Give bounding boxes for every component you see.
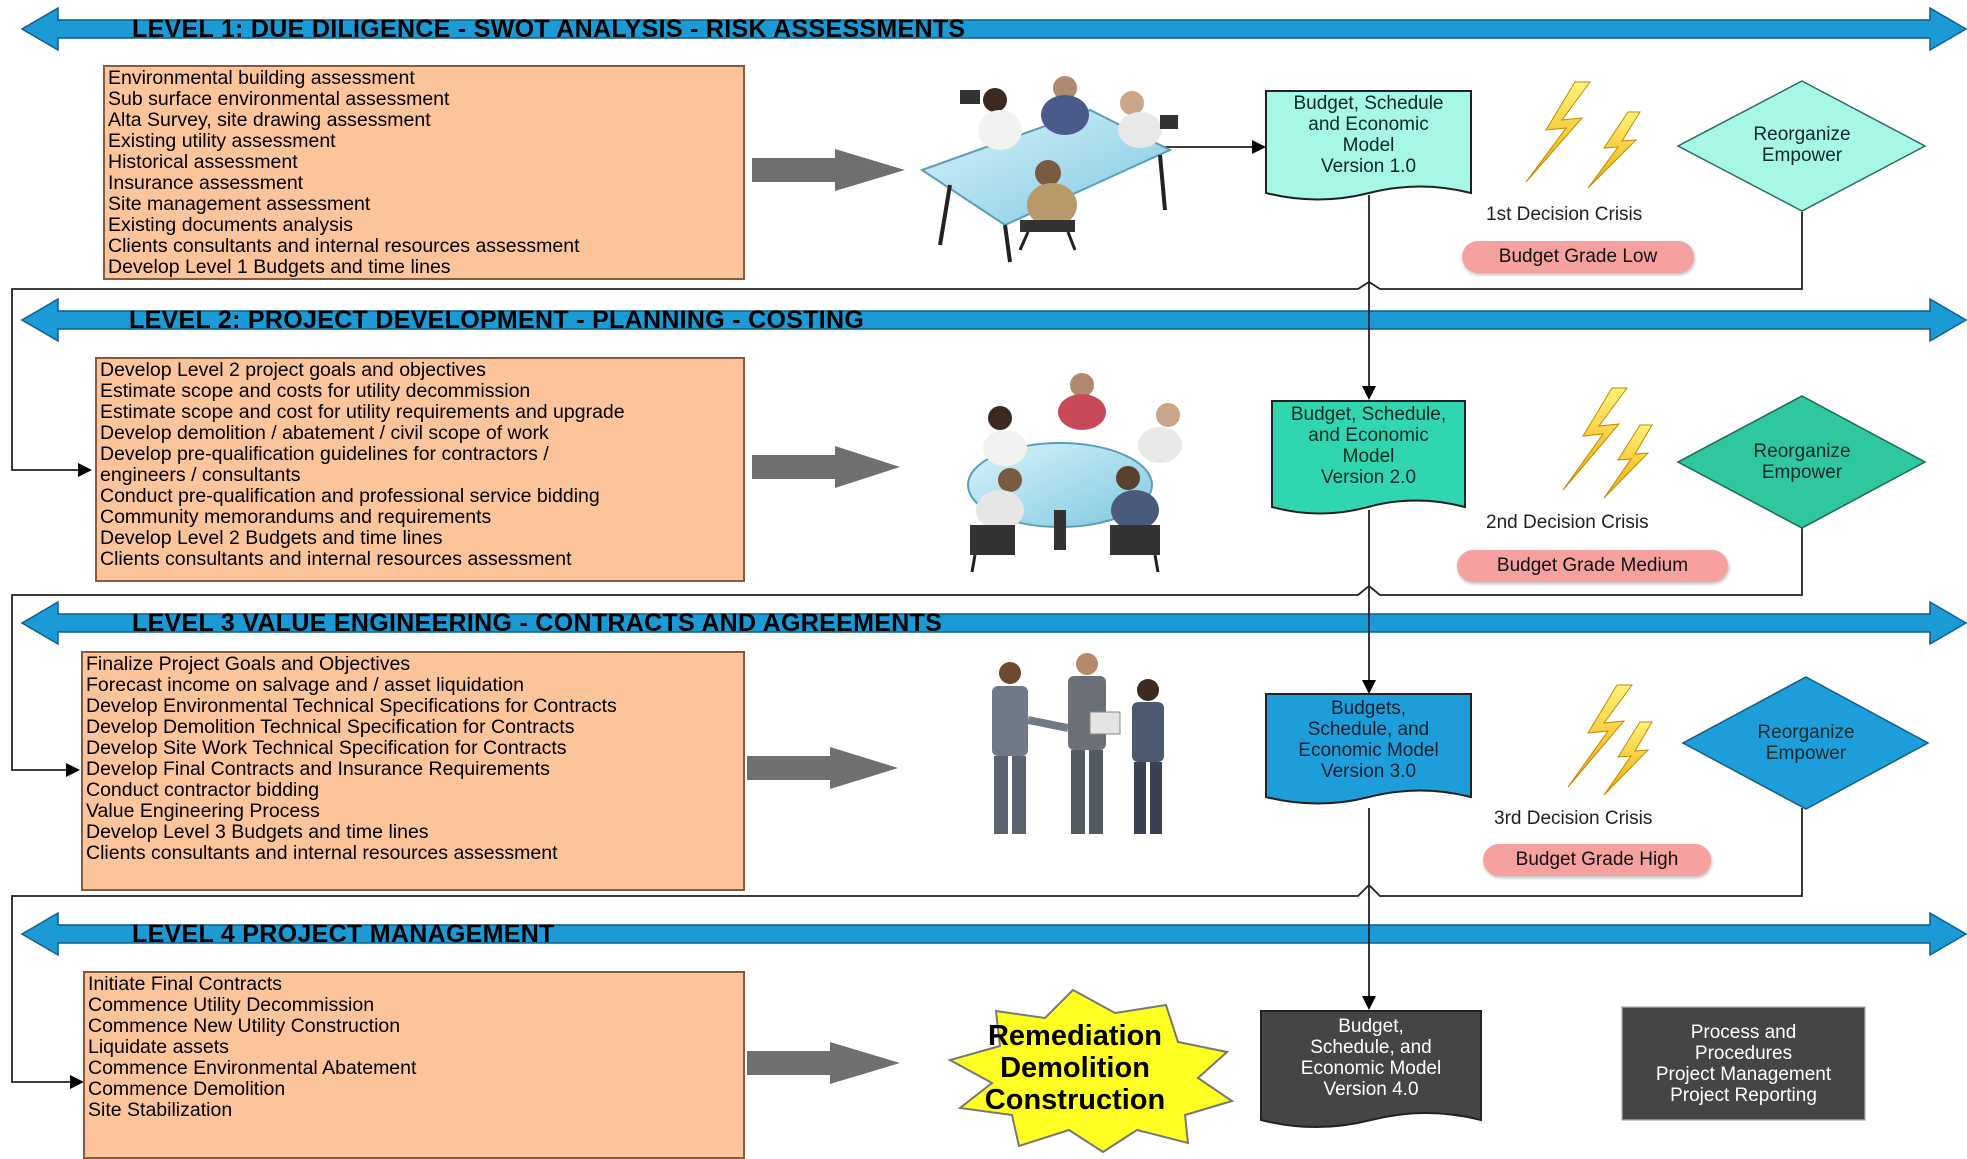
decision-label-2: Reorganize Empower — [1753, 441, 1851, 483]
task-item: Develop Demolition Technical Specificati… — [86, 716, 575, 738]
task-item: Commence Environmental Abatement — [88, 1057, 417, 1079]
task-item: engineers / consultants — [100, 464, 301, 486]
model-doc-3-shape — [1265, 693, 1472, 805]
task-item: Develop Site Work Technical Specificatio… — [86, 737, 567, 759]
level-4-title: LEVEL 4 PROJECT MANAGEMENT — [132, 920, 555, 948]
task-item: Site Stabilization — [88, 1099, 233, 1121]
model-doc-3: Budgets, Schedule, and Economic Model Ve… — [1298, 698, 1439, 782]
task-item: Clients consultants and internal resourc… — [108, 235, 580, 257]
decision-crisis-1: 1st Decision Crisis — [1486, 204, 1643, 225]
level-2-banner — [20, 297, 1967, 343]
decision-label-3: Reorganize Empower — [1757, 722, 1855, 764]
task-item: Forecast income on salvage and / asset l… — [86, 674, 524, 696]
round-table-icon — [967, 373, 1182, 573]
feedback-connectors — [11, 140, 1803, 1089]
task-item: Alta Survey, site drawing assessment — [108, 109, 431, 131]
task-item: Community memorandums and requirements — [100, 506, 492, 528]
task-item: Clients consultants and internal resourc… — [100, 548, 572, 570]
task-item: Value Engineering Process — [86, 800, 320, 822]
task-item: Initiate Final Contracts — [88, 973, 283, 995]
model-doc-4: Budget, Schedule, and Economic Model Ver… — [1300, 1016, 1442, 1100]
block-arrow-icon — [747, 747, 898, 789]
task-item: Develop demolition / abatement / civil s… — [100, 422, 549, 444]
task-item: Environmental building assessment — [108, 67, 415, 89]
task-item: Estimate scope and cost for utility requ… — [100, 401, 625, 423]
block-arrow-icon — [752, 446, 900, 488]
decision-label-1: Reorganize Empower — [1753, 124, 1851, 166]
decision-crisis-2: 2nd Decision Crisis — [1486, 512, 1649, 533]
task-item: Develop pre-qualification guidelines for… — [100, 443, 549, 465]
decision-crisis-3: 3rd Decision Crisis — [1494, 808, 1653, 829]
task-item: Finalize Project Goals and Objectives — [86, 653, 411, 675]
level-4-task-list: Initiate Final Contracts Commence Utilit… — [83, 971, 745, 1159]
task-item: Conduct contractor bidding — [86, 779, 320, 801]
budget-grade-badge-3: Budget Grade High — [1483, 844, 1711, 876]
process-box: Process and Procedures Project Managemen… — [1622, 1007, 1865, 1120]
task-item: Existing documents analysis — [108, 214, 353, 236]
task-item: Existing utility assessment — [108, 130, 336, 152]
decision-diamond-2 — [1676, 395, 1927, 529]
level-1-banner — [20, 6, 1967, 52]
task-item: Conduct pre-qualification and profession… — [100, 485, 600, 507]
burst-shape — [947, 988, 1235, 1154]
lightning-icon — [1525, 81, 1641, 189]
lightning-icon — [1562, 387, 1653, 499]
task-item: Develop Level 2 project goals and object… — [100, 359, 486, 381]
block-arrow-icon — [752, 149, 905, 191]
decision-diamond-1 — [1676, 80, 1927, 212]
task-item: Commence New Utility Construction — [88, 1015, 401, 1037]
model-doc-1: Budget, Schedule and Economic Model Vers… — [1293, 93, 1444, 177]
task-item: Develop Level 2 Budgets and time lines — [100, 527, 443, 549]
handshake-icon — [992, 653, 1164, 834]
task-item: Commence Demolition — [88, 1078, 286, 1100]
task-item: Commence Utility Decommission — [88, 994, 375, 1016]
budget-grade-badge-1: Budget Grade Low — [1462, 241, 1694, 273]
level-3-banner — [20, 600, 1967, 646]
task-item: Site management assessment — [108, 193, 371, 215]
block-arrow-icon — [747, 1042, 900, 1084]
level-2-title: LEVEL 2: PROJECT DEVELOPMENT - PLANNING … — [129, 306, 865, 334]
task-item: Historical assessment — [108, 151, 298, 173]
model-doc-2: Budget, Schedule, and Economic Model Ver… — [1290, 404, 1447, 488]
level-4-banner — [20, 911, 1967, 957]
task-item: Liquidate assets — [88, 1036, 229, 1058]
meeting-table-icon — [919, 76, 1178, 263]
model-doc-1-shape — [1265, 90, 1472, 201]
burst-label: Remediation Demolition Construction — [984, 1020, 1166, 1116]
model-doc-4-shape — [1260, 1010, 1482, 1128]
task-item: Insurance assessment — [108, 172, 304, 194]
task-item: Develop Final Contracts and Insurance Re… — [86, 758, 550, 780]
level-3-task-list: Finalize Project Goals and Objectives Fo… — [81, 651, 745, 891]
task-item: Develop Level 3 Budgets and time lines — [86, 821, 429, 843]
decision-diamond-3 — [1681, 676, 1930, 810]
level-1-task-list: Environmental building assessment Sub su… — [103, 65, 745, 280]
lightning-icon — [1567, 684, 1653, 796]
task-item: Clients consultants and internal resourc… — [86, 842, 558, 864]
level-1-title: LEVEL 1: DUE DILIGENCE - SWOT ANALYSIS -… — [132, 15, 966, 43]
task-item: Develop Environmental Technical Specific… — [86, 695, 617, 717]
model-doc-2-shape — [1271, 400, 1466, 515]
task-item: Sub surface environmental assessment — [108, 88, 450, 110]
block-arrows — [747, 149, 905, 1084]
task-item: Estimate scope and costs for utility dec… — [100, 380, 531, 402]
level-2-task-list: Develop Level 2 project goals and object… — [95, 357, 745, 582]
budget-grade-badge-2: Budget Grade Medium — [1457, 550, 1728, 582]
task-item: Develop Level 1 Budgets and time lines — [108, 256, 451, 278]
level-3-title: LEVEL 3 VALUE ENGINEERING - CONTRACTS AN… — [132, 609, 943, 637]
